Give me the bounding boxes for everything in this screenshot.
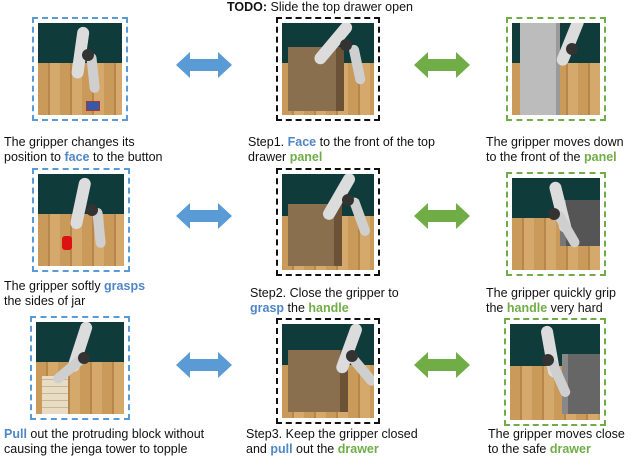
row1-right-caption: The gripper moves down to the front of t… [486,135,640,165]
row1-left-image [32,17,128,121]
caption-line: to the safe drawer [488,442,591,456]
row3-right-image [504,318,606,426]
jar-object [62,236,72,250]
caption-line: Pull out the protruding block without [4,427,205,441]
row1-left-arrow-icon [176,52,232,78]
row3-left-caption: Pull out the protruding block without ca… [4,427,234,457]
safe-box [562,354,600,414]
caption-line: Step3. Keep the gripper closed [246,427,418,441]
caption-line: causing the jenga tower to topple [4,442,188,456]
todo-title: TODO: Slide the top drawer open [0,0,640,14]
row2-left-image [32,168,130,272]
row1-right-arrow-icon [414,52,470,78]
caption-line: The gripper moves close [488,427,625,441]
button-object [86,101,100,111]
caption-line: drawer panel [248,150,323,164]
row1-left-caption: The gripper changes its position to face… [4,135,182,165]
row2-left-caption: The gripper softly grasps the sides of j… [4,279,182,309]
row1-right-image [506,17,606,121]
row3-center-image [276,318,380,424]
todo-label: TODO: [227,0,268,14]
row3-center-caption: Step3. Keep the gripper closed and pull … [246,427,446,457]
caption-line: The gripper changes its [4,135,135,149]
caption-line: the handle very hard [486,301,603,315]
row3-left-image [30,316,130,420]
caption-line: Step1. Face to the front of the top [248,135,435,149]
row3-right-caption: The gripper moves close to the safe draw… [488,427,640,457]
row2-right-arrow-icon [414,203,470,229]
row2-right-caption: The gripper quickly grip the handle very… [486,286,640,316]
caption-line: to the front of the panel [486,150,617,164]
row2-center-caption: Step2. Close the gripper to grasp the ha… [250,286,450,316]
caption-line: position to face to the button [4,150,163,164]
row1-center-caption: Step1. Face to the front of the top draw… [248,135,448,165]
row1-center-image [276,17,380,121]
row2-left-arrow-icon [176,203,232,229]
door-panel [520,23,560,115]
row2-center-image [276,168,380,276]
todo-text: Slide the top drawer open [270,0,413,14]
caption-line: grasp the handle [250,301,349,315]
row3-left-arrow-icon [176,352,232,378]
caption-line: The gripper moves down [486,135,624,149]
caption-line: the sides of jar [4,294,86,308]
row3-right-arrow-icon [414,352,470,378]
caption-line: Step2. Close the gripper to [250,286,399,300]
caption-line: The gripper softly grasps [4,279,146,293]
row2-right-image [506,172,606,276]
caption-line: The gripper quickly grip [486,286,616,300]
caption-line: and pull out the drawer [246,442,379,456]
